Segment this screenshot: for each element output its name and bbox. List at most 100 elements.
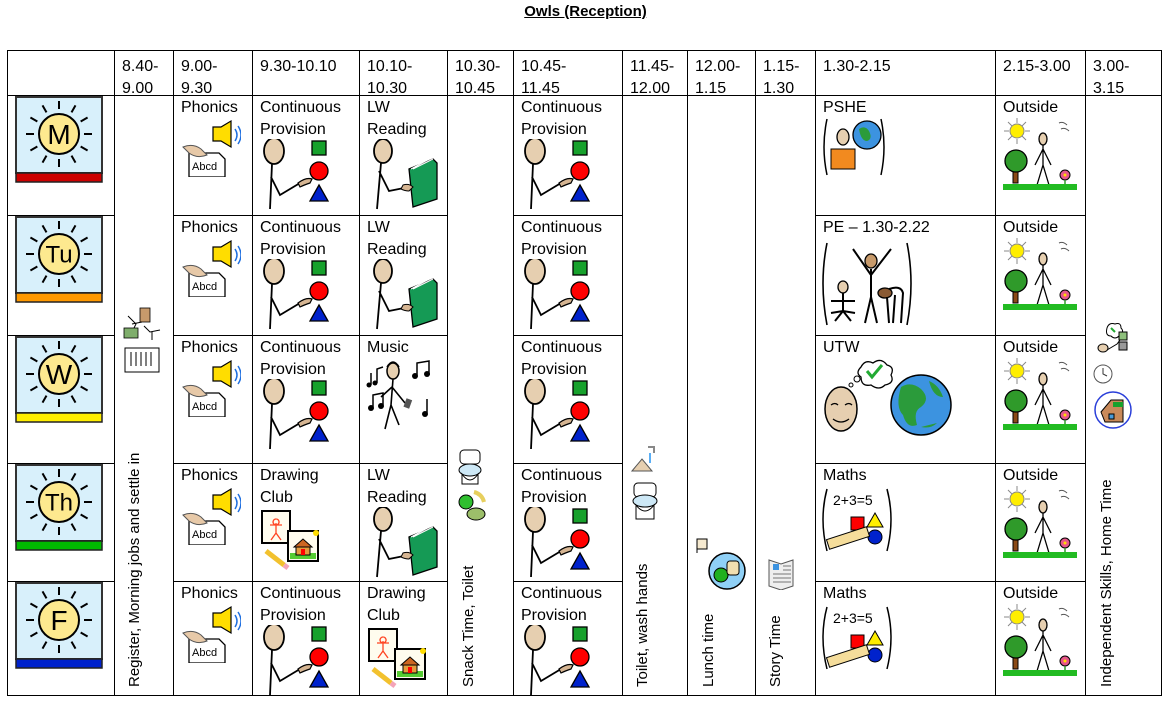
table-border — [755, 50, 756, 696]
table-border — [359, 335, 448, 336]
table-border — [173, 50, 174, 696]
svg-text:Abcd: Abcd — [192, 647, 217, 659]
phonics-label: Phonics — [181, 219, 238, 236]
drawing-club-icon — [260, 509, 324, 573]
svg-text:Abcd: Abcd — [192, 401, 217, 413]
day-sun-icon: W — [15, 336, 103, 424]
continuous-provision-icon — [521, 377, 601, 451]
afternoon-activity-label: UTW — [823, 339, 860, 356]
activity-label-line: Continuous — [260, 585, 341, 602]
table-border — [252, 463, 360, 464]
music-icon — [365, 357, 445, 437]
phonics-icon: Abcd — [181, 485, 242, 546]
lunch-text: Lunch time — [700, 613, 717, 687]
activity-label: Music — [359, 335, 409, 359]
header-time-text: 10.30 — [367, 80, 408, 97]
home-time-icon — [1093, 322, 1133, 432]
home-text: Independent Skills, Home Time — [1098, 479, 1115, 687]
table-border — [7, 50, 8, 696]
table-border — [359, 215, 448, 216]
activity-label-line: Continuous — [521, 585, 602, 602]
header-time-text: 1.30-2.15 — [823, 58, 891, 75]
drawing-club-icon — [367, 627, 431, 691]
table-border — [815, 50, 816, 696]
outside-label: Outside — [1003, 339, 1059, 356]
continuous-provision-icon — [260, 623, 340, 697]
table-border — [687, 50, 688, 696]
header-time-cell: 10.10-10.30 — [359, 54, 447, 100]
table-border — [359, 463, 448, 464]
activity-label-line: Provision — [521, 241, 587, 258]
day-sun-icon: M — [15, 96, 103, 184]
svg-text:2+3=5: 2+3=5 — [833, 492, 873, 508]
activity-label-line: Provision — [260, 121, 326, 138]
header-time-text: 11.45- — [630, 58, 675, 75]
continuous-provision-icon — [521, 137, 601, 211]
table-border — [622, 50, 623, 696]
header-time-text: 1.15- — [763, 58, 800, 75]
activity-label-line: Provision — [521, 361, 587, 378]
activity-label-line: Drawing — [260, 467, 319, 484]
table-border — [447, 50, 448, 696]
afternoon-activity-label: PSHE — [823, 99, 867, 116]
table-border — [7, 463, 115, 464]
table-border — [252, 50, 253, 696]
table-border — [114, 50, 115, 696]
outside-icon — [1003, 237, 1077, 311]
header-time-text: 1.30 — [763, 80, 795, 97]
table-border — [7, 215, 115, 216]
continuous-provision-icon — [260, 377, 340, 451]
utw-icon — [821, 357, 953, 447]
activity-label-line: Provision — [260, 241, 326, 258]
story-text: Story Time — [767, 615, 784, 687]
activity-label-line: Continuous — [260, 219, 341, 236]
table-border — [995, 463, 1086, 464]
phonics-icon: Abcd — [181, 603, 242, 664]
table-border — [513, 463, 623, 464]
activity-label-line: Provision — [260, 361, 326, 378]
header-time-cell: 9.30-10.10 — [252, 54, 359, 78]
activity-label-line: Provision — [521, 607, 587, 624]
lunch-icon — [693, 535, 749, 595]
svg-text:Abcd: Abcd — [192, 529, 217, 541]
outside-icon — [1003, 485, 1077, 559]
activity-label-line: Continuous — [260, 339, 341, 356]
afternoon-activity-label: Maths — [823, 467, 867, 484]
afternoon-activity-label: PE – 1.30-2.22 — [823, 219, 930, 236]
table-border — [359, 50, 360, 696]
table-border — [995, 215, 1086, 216]
header-time-text: 10.30- — [455, 58, 501, 75]
pshe-icon — [821, 117, 887, 177]
day-letter: Th — [45, 490, 73, 517]
header-time-text: 9.30-10.10 — [260, 58, 337, 75]
activity-label-line: Reading — [367, 121, 427, 138]
header-time-text: 10.45- — [521, 58, 567, 75]
table-border — [815, 463, 996, 464]
header-time-cell: 2.15-3.00 — [995, 54, 1085, 78]
table-border — [359, 581, 448, 582]
activity-label-line: Reading — [367, 241, 427, 258]
maths-icon: 2+3=5 — [821, 605, 893, 671]
phonics-label: Phonics — [181, 339, 238, 356]
table-border — [995, 50, 996, 696]
table-border — [815, 335, 996, 336]
page-title: Owls (Reception) — [524, 3, 647, 20]
day-sun-icon: Th — [15, 464, 103, 552]
outside-label: Outside — [1003, 467, 1059, 484]
reading-icon — [371, 506, 443, 579]
continuous-provision-icon — [260, 257, 340, 331]
table-border — [513, 50, 514, 696]
header-time-text: 3.15 — [1093, 80, 1125, 97]
register-text: Register, Morning jobs and settle in — [126, 452, 143, 687]
header-time-text: 11.45 — [521, 80, 560, 97]
table-border — [7, 581, 115, 582]
table-border — [7, 50, 1162, 51]
